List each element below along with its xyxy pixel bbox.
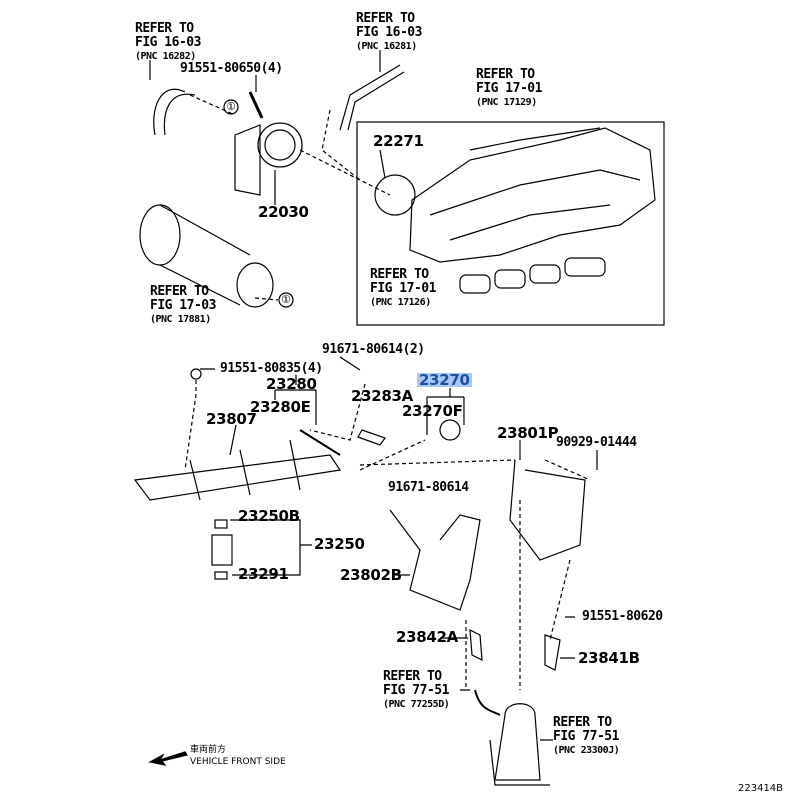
refer-pnc: (PNC 16282) (135, 51, 196, 62)
part-91551-80650[interactable]: 91551-80650(4) (180, 61, 283, 76)
figure-id: 223414B (738, 783, 784, 794)
part-23283a[interactable]: 23283A (351, 387, 413, 405)
hose-16282 (153, 88, 196, 136)
refer-fig-17-01-pnc-17129[interactable]: REFER TO FIG 17-01 (PNC 17129) (476, 68, 542, 110)
part-91551-80620[interactable]: 91551-80620 (582, 609, 663, 624)
refer-line1: REFER TO (356, 11, 415, 26)
refer-line2: FIG 16-03 (356, 25, 422, 40)
part-23280e[interactable]: 23280E (250, 398, 311, 416)
part-91671-80614[interactable]: 91671-80614 (388, 480, 469, 495)
refer-pnc: (PNC 77255D) (383, 699, 450, 710)
refer-line1: REFER TO (370, 267, 429, 282)
vehicle-front-jp: 車両前方 (190, 745, 227, 755)
front-direction-arrow (148, 751, 188, 766)
part-22030[interactable]: 22030 (258, 203, 309, 221)
injector (211, 519, 233, 580)
air-duct (139, 204, 274, 308)
refer-pnc: (PNC 17126) (370, 297, 431, 308)
refer-pnc: (PNC 17129) (476, 97, 537, 108)
part-23250b[interactable]: 23250B (238, 507, 300, 525)
part-22271[interactable]: 22271 (373, 132, 424, 150)
part-23802b[interactable]: 23802B (340, 566, 402, 584)
refer-line2: FIG 77-51 (553, 729, 619, 744)
part-23841b[interactable]: 23841B (578, 649, 640, 667)
refer-fig-17-03-pnc-17881[interactable]: REFER TO FIG 17-03 (PNC 17881) (150, 285, 216, 327)
fuel-rail (133, 439, 342, 501)
refer-line1: REFER TO (135, 21, 194, 36)
refer-line1: REFER TO (383, 669, 442, 684)
refer-line2: FIG 17-01 (476, 81, 542, 96)
refer-fig-77-51-pnc-77255d[interactable]: REFER TO FIG 77-51 (PNC 77255D) (383, 669, 450, 712)
callout-marker-1: ① (226, 100, 236, 113)
fuel-pump (489, 703, 550, 786)
part-91671-80614-2[interactable]: 91671-80614(2) (322, 342, 425, 357)
hose-16281 (339, 64, 405, 131)
refer-fig-16-03-pnc-16282[interactable]: REFER TO FIG 16-03 (PNC 16282) (135, 22, 201, 64)
callout-marker-1b: ① (281, 293, 291, 306)
part-23291[interactable]: 23291 (238, 565, 289, 583)
throttle-body (234, 122, 303, 205)
part-23801p[interactable]: 23801P (497, 424, 559, 442)
part-23280[interactable]: 23280 (266, 375, 317, 393)
refer-line2: FIG 16-03 (135, 35, 201, 50)
part-23250[interactable]: 23250 (314, 535, 365, 553)
gasket-22271 (374, 174, 416, 216)
intake-manifold-box (356, 121, 665, 326)
intake-manifold (409, 127, 656, 263)
refer-line1: REFER TO (553, 715, 612, 730)
refer-pnc: (PNC 17881) (150, 314, 211, 325)
damper-23270 (439, 419, 461, 441)
refer-line2: FIG 17-03 (150, 298, 216, 313)
part-23270-highlighted[interactable]: 23270 (417, 371, 472, 389)
part-23842a[interactable]: 23842A (396, 628, 458, 646)
part-91551-80835[interactable]: 91551-80835(4) (220, 361, 323, 376)
part-90929-01444[interactable]: 90929-01444 (556, 435, 637, 450)
vehicle-front-side: VEHICLE FRONT SIDE (190, 757, 286, 767)
refer-fig-16-03-pnc-16281[interactable]: REFER TO FIG 16-03 (PNC 16281) (356, 12, 422, 54)
refer-line1: REFER TO (476, 67, 535, 82)
refer-fig-17-01-pnc-17126[interactable]: REFER TO FIG 17-01 (PNC 17126) (370, 268, 436, 310)
refer-pnc: (PNC 23300J) (553, 745, 620, 756)
refer-fig-77-51-pnc-23300j[interactable]: REFER TO FIG 77-51 (PNC 23300J) (553, 715, 620, 758)
refer-line2: FIG 17-01 (370, 281, 436, 296)
part-23807[interactable]: 23807 (206, 410, 257, 428)
fuel-pipe-23801P (509, 459, 586, 561)
refer-pnc: (PNC 16281) (356, 41, 417, 52)
part-23270f[interactable]: 23270F (402, 402, 463, 420)
manifold-gasket (459, 257, 606, 294)
refer-line1: REFER TO (150, 284, 209, 299)
refer-line2: FIG 77-51 (383, 683, 449, 698)
fuel-pipe-23802B (389, 509, 481, 611)
